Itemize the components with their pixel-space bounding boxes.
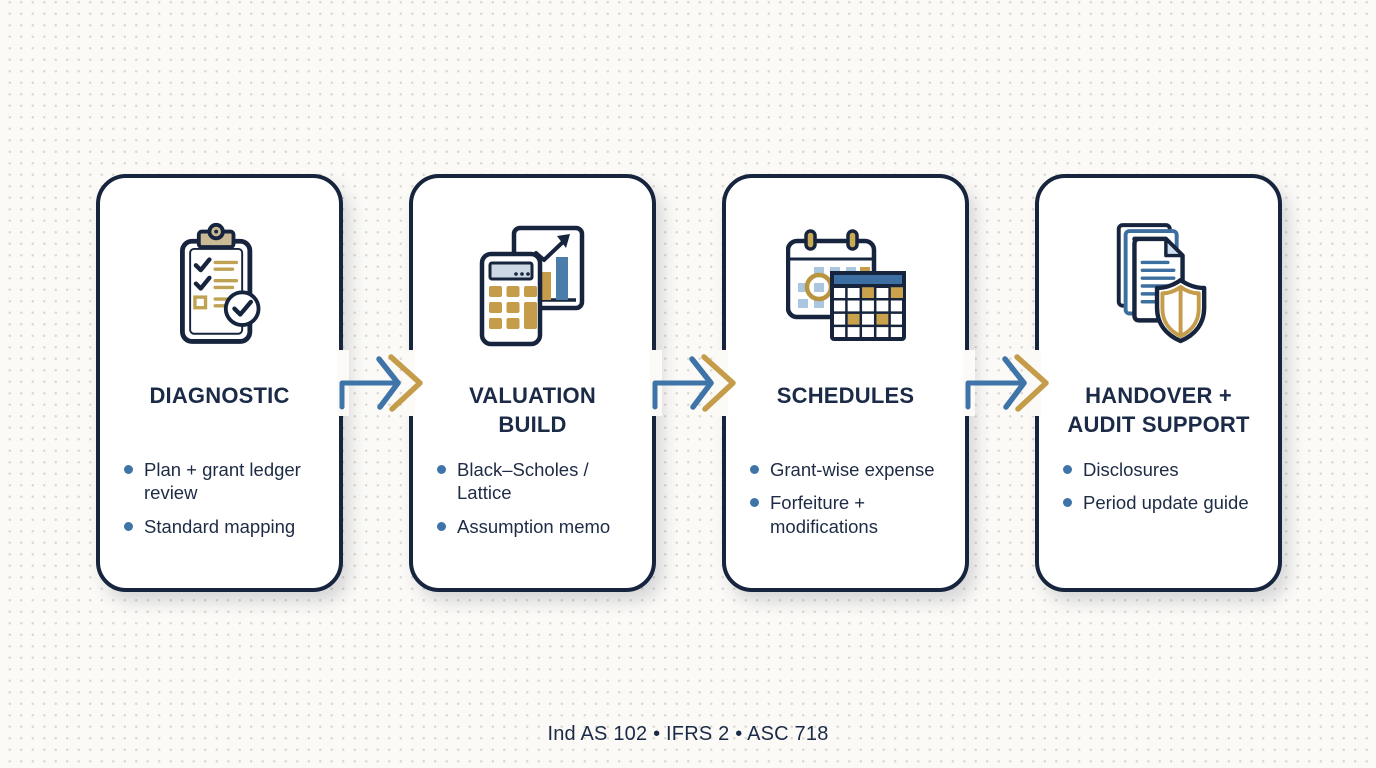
bullet-text: Disclosures [1083, 459, 1179, 480]
bullet-item: Standard mapping [124, 515, 323, 538]
bullet-text: Period update guide [1083, 492, 1249, 514]
bullet-item: Plan + grant ledger review [124, 458, 323, 505]
step-title: VALUATION BUILD [469, 383, 596, 437]
clipboard-checklist-icon [116, 216, 323, 358]
documents-shield-icon [1116, 223, 1206, 344]
bullet-list: Plan + grant ledger review Standard mapp… [116, 458, 323, 538]
bullet-list: Black–Scholes / Lattice Assumption memo [429, 458, 636, 538]
bullet-text: Black–Scholes / Lattice [457, 459, 589, 504]
bullet-dot-icon [124, 465, 133, 474]
bullet-dot-icon [750, 465, 759, 474]
bullet-item: Period update guide [1063, 491, 1262, 514]
step-title: HANDOVER + AUDIT SUPPORT [1067, 383, 1250, 437]
calendar-table-icon [742, 216, 949, 358]
bullet-item: Assumption memo [437, 515, 636, 538]
bullet-item: Grant-wise expense [750, 458, 949, 481]
documents-shield-icon [1055, 216, 1262, 358]
flow-arrow-icon [337, 350, 423, 416]
bullet-dot-icon [437, 465, 446, 474]
bullet-item: Forfeiture + modifications [750, 491, 949, 538]
step-title: SCHEDULES [776, 383, 915, 408]
calendar-table-icon [785, 229, 906, 341]
step-card-handover-audit-support: HANDOVER + AUDIT SUPPORT Disclosures Per… [1035, 174, 1282, 592]
flow-arrow-icon [650, 350, 736, 416]
bullet-dot-icon [1063, 465, 1072, 474]
bullet-dot-icon [750, 498, 759, 508]
step-title: DIAGNOSTIC [149, 383, 290, 408]
step-card-diagnostic: DIAGNOSTIC Plan + grant ledger review St… [96, 174, 343, 592]
bullet-list: Disclosures Period update guide [1055, 458, 1262, 515]
bullet-text: Standard mapping [144, 515, 296, 537]
bullet-dot-icon [124, 521, 133, 531]
clipboard-checklist-icon [179, 222, 260, 344]
calculator-chart-icon [479, 225, 584, 347]
bullet-item: Disclosures [1063, 458, 1262, 481]
bullet-text: Plan + grant ledger review [144, 459, 301, 504]
bullet-text: Forfeiture + modifications [770, 492, 878, 537]
bullet-dot-icon [1063, 498, 1072, 508]
bullet-item: Black–Scholes / Lattice [437, 458, 636, 505]
step-card-valuation-build: VALUATION BUILD Black–Scholes / Lattice … [409, 174, 656, 592]
standards-footer: Ind AS 102 • IFRS 2 • ASC 718 [547, 723, 829, 745]
bullet-list: Grant-wise expense Forfeiture + modifica… [742, 458, 949, 538]
step-card-schedules: SCHEDULES Grant-wise expense Forfeiture … [722, 174, 969, 592]
bullet-text: Assumption memo [457, 515, 611, 537]
bullet-dot-icon [437, 521, 446, 531]
calculator-chart-icon [429, 216, 636, 358]
bullet-text: Grant-wise expense [770, 459, 935, 480]
flow-arrow-icon [963, 350, 1049, 416]
